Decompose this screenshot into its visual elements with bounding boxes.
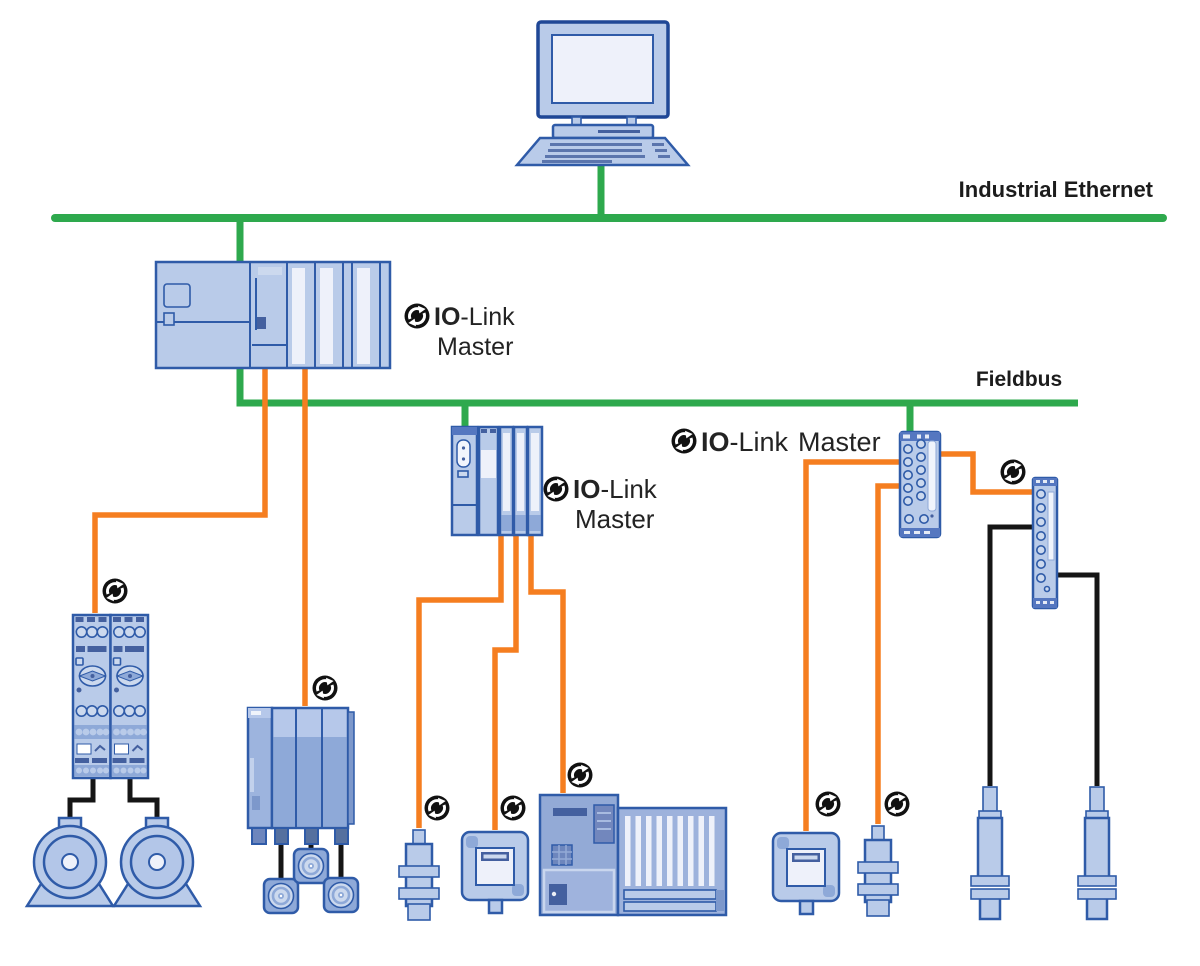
io-link-logo-icon [814, 790, 842, 818]
valve-terminal-lip [347, 711, 355, 825]
motor-starter-unit [71, 613, 112, 780]
cable-hub-sensor-2 [1057, 572, 1100, 786]
pc-keyboard-rows [542, 143, 670, 163]
connector-port [915, 438, 927, 450]
iolink-compact-to-hub [939, 451, 1032, 495]
connector-port [1036, 488, 1046, 500]
io-link-logo-icon [999, 458, 1027, 486]
dsub-connector [456, 439, 471, 468]
valve-port [304, 827, 319, 845]
io-link-logo-icon [311, 674, 339, 702]
plc-cpu-key [257, 317, 266, 329]
connector-port [1036, 572, 1046, 584]
rfid-rack-slats [625, 816, 715, 886]
fieldbus-bus [236, 366, 1078, 407]
photoelectric-sensor [771, 831, 841, 916]
plc-module-stripe [357, 268, 370, 364]
plc-cpu-slot [258, 267, 282, 275]
io-link-logo-icon [542, 475, 570, 503]
standard-sensor [969, 785, 1011, 921]
motor-1 [24, 816, 116, 908]
connector-port [902, 443, 914, 455]
iolink-remote-to-prox-sensor [416, 534, 504, 828]
io-link-logo-icon [883, 790, 911, 818]
connector-port [1036, 502, 1046, 514]
valve-actuator [262, 877, 300, 915]
valve-port [334, 827, 349, 845]
cable-starter-motor-2 [127, 778, 160, 818]
plc-io-link-master [154, 260, 392, 370]
proximity-sensor [856, 824, 900, 918]
motor-shaft [61, 853, 79, 871]
motor-2 [111, 816, 203, 908]
connector-port [915, 464, 927, 476]
iolink-compact-to-photo-sensor [803, 459, 901, 831]
plc-master-label: IO-Link Master [403, 302, 515, 361]
connector-port [1036, 544, 1046, 556]
io-link-logo-icon [101, 577, 129, 605]
plc-psu-switch [163, 312, 175, 326]
svg-text:Master: Master [437, 333, 513, 361]
label-stripe [927, 440, 937, 512]
plc-module-stripe [292, 268, 305, 364]
connector-port [902, 469, 914, 481]
photoelectric-sensor [460, 830, 530, 915]
motor-starter-pair [71, 613, 150, 780]
valve-actuator [292, 847, 330, 885]
pc-screen [551, 34, 654, 104]
valve-terminal [246, 706, 355, 845]
iolink-remote-to-rfid [528, 534, 566, 793]
io-link-logo-icon [566, 761, 594, 789]
plc-psu-display [163, 283, 191, 308]
rfid-reader-unit [538, 793, 728, 917]
svg-text:IO-Link: IO-Link [434, 303, 515, 331]
cable-starter-motor-1 [67, 778, 96, 818]
connector-port [1036, 530, 1046, 542]
connector-port [915, 451, 927, 463]
io-link-hub [1031, 476, 1059, 610]
motor-starter-unit [109, 613, 150, 780]
iolink-compact-to-cyl-sensor [875, 483, 901, 824]
valve-port [274, 827, 289, 845]
fieldbus-label: Fieldbus [976, 368, 1062, 391]
connector-port [915, 477, 927, 489]
svg-text:Master: Master [575, 504, 655, 534]
connector-port [902, 456, 914, 468]
proximity-sensor [397, 828, 441, 922]
engineering-pc [514, 20, 691, 167]
plc-module-stripe [320, 268, 333, 364]
label-stripe [1047, 491, 1055, 561]
connector-port [915, 490, 927, 502]
remote-io-master-label: IO-Link Master [542, 474, 658, 534]
industrial-ethernet-label: Industrial Ethernet [959, 177, 1154, 202]
connector-port [918, 513, 930, 525]
compact-io-link-master [898, 430, 942, 539]
connector-port [902, 482, 914, 494]
iolink-remote-to-photo-sensor [492, 534, 519, 830]
standard-sensor [1076, 785, 1118, 921]
connector-port [903, 513, 915, 525]
valve-actuator [322, 876, 360, 914]
connector-port [902, 495, 914, 507]
io-link-logo-icon [499, 794, 527, 822]
io-link-logo-icon [403, 302, 431, 330]
connector-port [1036, 516, 1046, 528]
cable-hub-sensor-1 [987, 524, 1033, 786]
iolink-plc-to-starter [92, 367, 268, 613]
remote-io-io-link-master [450, 425, 544, 537]
svg-text:IO-Link: IO-Link [573, 474, 658, 504]
plc-rack [154, 260, 392, 370]
io-link-logo-icon [423, 794, 451, 822]
pc-base-slot [598, 130, 640, 133]
valve-terminal-tab [251, 827, 267, 845]
motor-shaft [148, 853, 166, 871]
power-module [477, 425, 500, 537]
connector-port [1036, 558, 1046, 570]
io-link-logo-icon [670, 427, 698, 455]
